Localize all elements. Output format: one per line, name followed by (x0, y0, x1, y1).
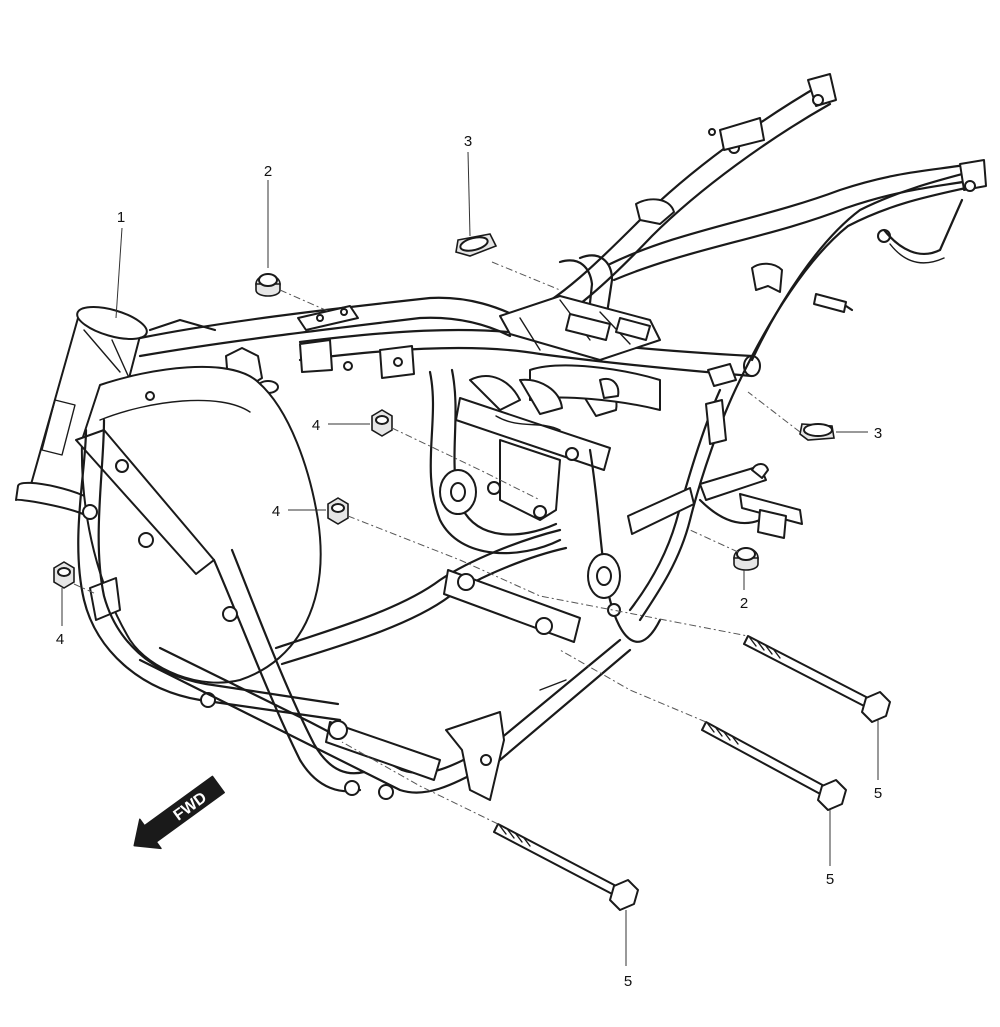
bolt-middle (701, 721, 847, 811)
grommet-right (733, 547, 759, 571)
grommet-upper-left (255, 273, 281, 297)
callout-numbers: 1 2 2 3 3 4 4 4 5 5 5 (56, 133, 882, 990)
callout-2-upper: 2 (264, 163, 272, 180)
nut-left (53, 561, 75, 589)
callout-leaders (61, 151, 879, 966)
assembly-lines (73, 261, 801, 825)
callout-1: 1 (117, 209, 125, 226)
damper-right (799, 423, 835, 441)
callout-4-left: 4 (56, 631, 64, 648)
bolt-top (743, 635, 891, 723)
upper-cross-tube (297, 305, 761, 379)
left-gusset-plate (75, 365, 322, 684)
callout-2-lower: 2 (740, 595, 748, 612)
main-frame (15, 73, 987, 801)
rear-mount-bracket (698, 463, 803, 539)
nut-upper (371, 409, 393, 437)
callout-3-right: 3 (874, 425, 882, 442)
head-tube (15, 306, 148, 521)
damper-top (455, 233, 498, 257)
callout-5-bottom: 5 (624, 973, 632, 990)
callout-5-right: 5 (874, 785, 882, 802)
callout-5-middle: 5 (826, 871, 834, 888)
rear-cross-box (499, 295, 742, 622)
nut-middle (327, 497, 349, 525)
bottom-cradle (138, 528, 632, 801)
fwd-arrow: FWD (133, 775, 225, 850)
callout-4-upper: 4 (312, 417, 320, 434)
callout-4-middle: 4 (272, 503, 280, 520)
bolt-bottom (493, 823, 639, 911)
callout-3-upper: 3 (464, 133, 472, 150)
down-tubes (77, 418, 394, 800)
